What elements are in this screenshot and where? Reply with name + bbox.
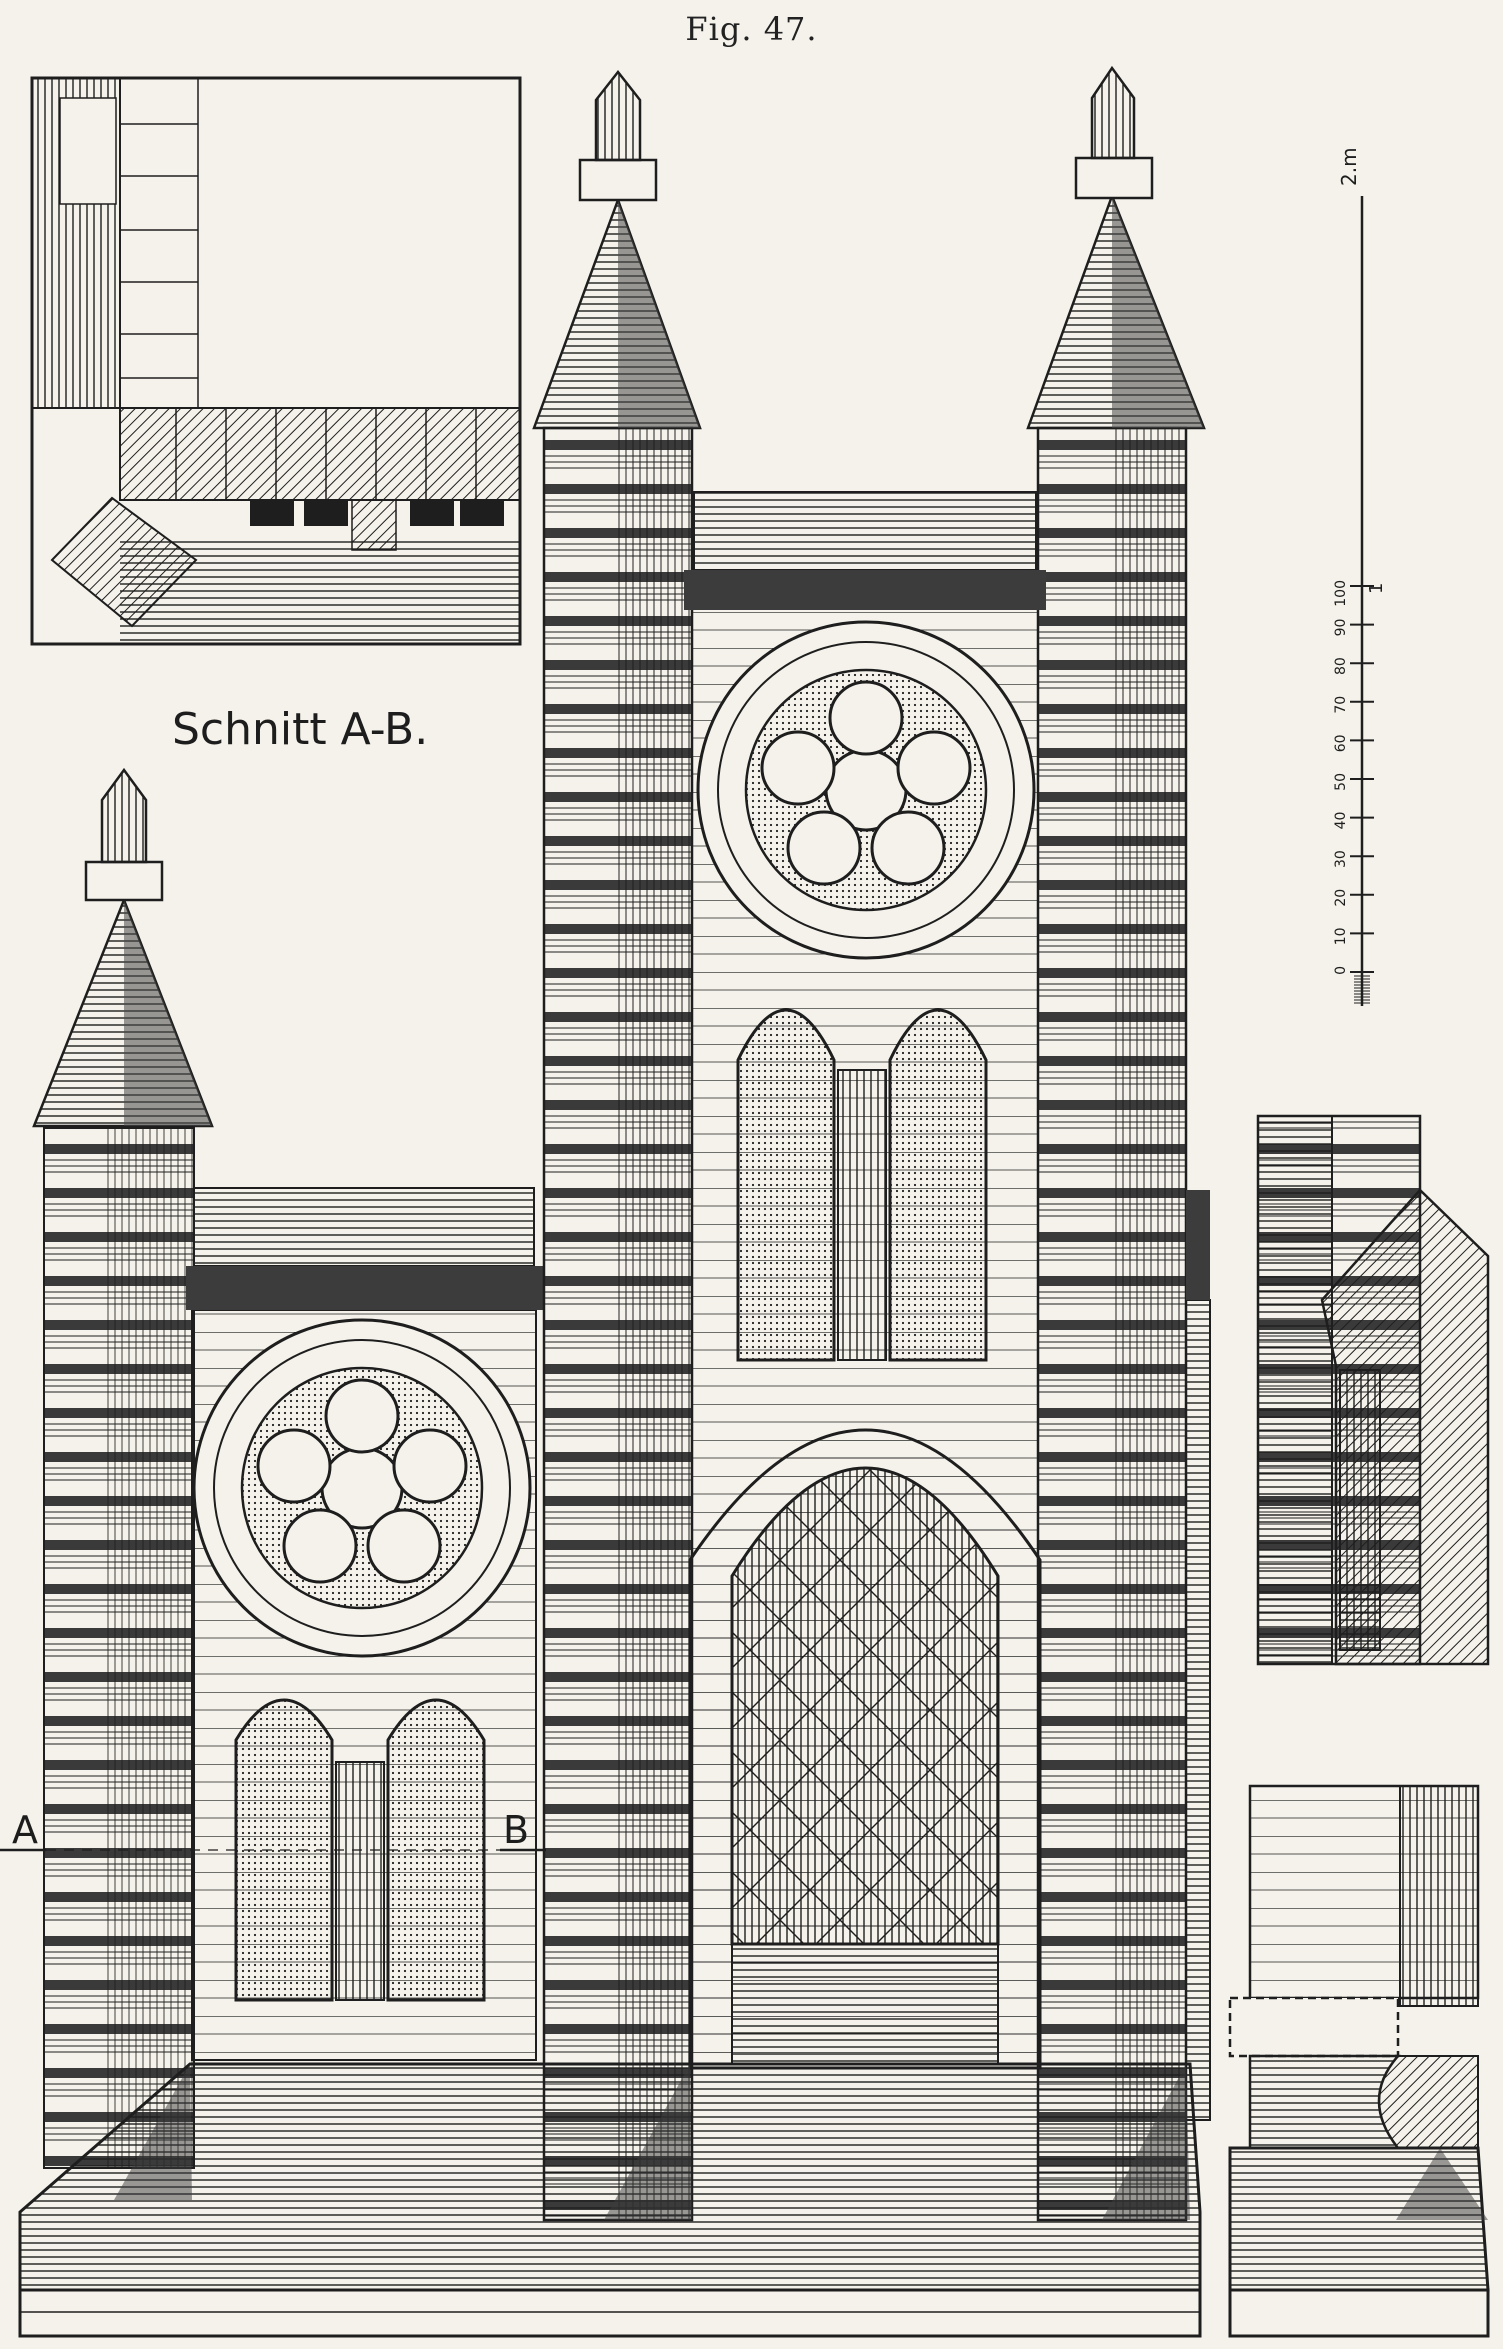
- central-right-pier: [1026, 65, 1206, 2222]
- scale-tick-label: 0: [1333, 966, 1349, 975]
- central-lancet-window-1: [736, 1008, 836, 1362]
- plinth: [18, 2062, 1202, 2338]
- right-partial-wall: [1185, 1190, 1211, 2121]
- figure-title: Fig. 47.: [685, 10, 818, 48]
- left-lancet-window-2: [386, 1698, 486, 2002]
- profile-detail-upper: [1256, 1114, 1490, 1666]
- scale-top-label: 2.m: [1337, 147, 1361, 186]
- left-nave-wall: [186, 1187, 544, 2061]
- scale-tick-label: 40: [1333, 812, 1349, 830]
- central-lancet-window-2: [888, 1008, 988, 1362]
- central-facade: [684, 491, 1046, 2070]
- scale-tick-label: 70: [1333, 696, 1349, 714]
- central-left-pier: [532, 69, 702, 2222]
- section-label: Schnitt A-B.: [172, 704, 429, 755]
- scale-bar: 0 10 20 30 40 50 60 70 80 90 100 2.m 1: [1333, 147, 1387, 1006]
- scale-tick-label: 90: [1333, 619, 1349, 637]
- scale-tick-label: 60: [1333, 734, 1349, 752]
- scale-unit-mark: 1: [1366, 583, 1387, 594]
- scale-tick-label: 100: [1333, 580, 1349, 607]
- scale-tick-label: 20: [1333, 889, 1349, 907]
- scale-tick-label: 80: [1333, 657, 1349, 675]
- left-tower: [32, 767, 214, 2169]
- scale-tick-label: 30: [1333, 850, 1349, 868]
- plan-section-detail: [30, 76, 522, 646]
- scale-tick-label: 50: [1333, 773, 1349, 791]
- profile-detail-lower: [1228, 1784, 1490, 2338]
- scale-tick-label: 10: [1333, 927, 1349, 945]
- cut-label-a: A: [12, 1808, 38, 1852]
